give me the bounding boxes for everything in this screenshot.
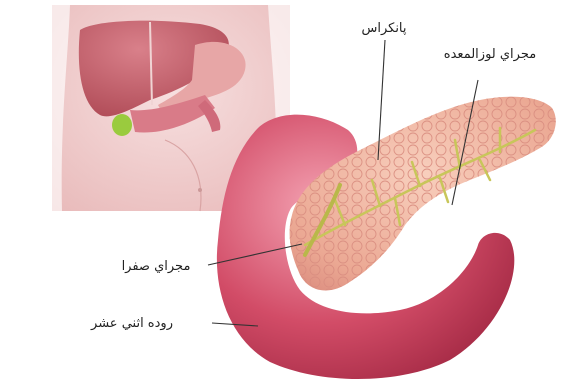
- label-bile-duct: مجراي صفرا: [122, 259, 191, 274]
- label-pancreatic-duct: مجراي لوزالمعده: [444, 47, 536, 62]
- label-duodenum: روده اثني عشر: [90, 316, 173, 331]
- gallbladder-icon: [112, 114, 132, 136]
- label-pancreas: پانکراس: [361, 21, 406, 36]
